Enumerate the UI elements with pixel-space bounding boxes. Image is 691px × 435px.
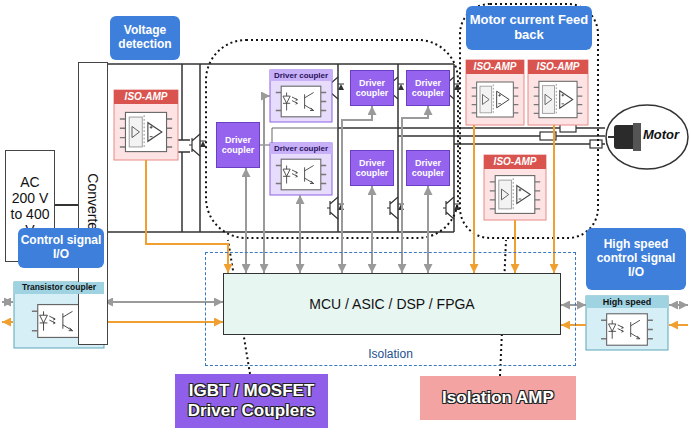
- section-label: Motor current Feed back: [466, 6, 592, 50]
- motor-ellipse: Motor: [605, 104, 689, 170]
- node-label: Driver coupler: [219, 135, 257, 156]
- shunt-resistors: [540, 124, 602, 148]
- signal-connector: [561, 324, 586, 326]
- signal-connector: [299, 195, 301, 273]
- node-label: High speed control signal I/O: [588, 238, 684, 279]
- node-label: Driver coupler: [270, 143, 332, 154]
- node-label: ISO-AMP: [466, 60, 524, 74]
- section-label: Control signal I/O: [18, 228, 104, 268]
- driver-coupler-box: Driver coupler: [350, 70, 394, 106]
- signal-connector: [473, 125, 475, 273]
- node-label: Converter: [85, 173, 101, 234]
- coupler-figures: [14, 70, 668, 350]
- driver-region: [206, 40, 458, 238]
- iso-amp-chip: ISO-AMP: [528, 60, 588, 125]
- signal-connector: [146, 160, 228, 273]
- motor-flange: [633, 123, 641, 151]
- driver-coupler-box: Driver coupler: [216, 122, 260, 168]
- node-label: Motor: [643, 128, 679, 143]
- node-label: Transistor coupler: [14, 282, 104, 294]
- converter-box: Converter: [78, 62, 108, 345]
- signal-connector: [553, 125, 555, 273]
- signal-connector: [264, 96, 270, 273]
- iso-amp-chip: ISO-AMP: [114, 90, 178, 160]
- node-label: Control signal I/O: [20, 234, 102, 262]
- motor-shaft: [608, 136, 614, 138]
- category-banner: IGBT / MOSFET Driver Couplers: [175, 374, 328, 428]
- node-label: High speed: [586, 296, 668, 308]
- iso-amp-chip: ISO-AMP: [484, 155, 546, 220]
- node-label: Isolation: [364, 348, 417, 362]
- motor-body: [614, 125, 636, 149]
- signal-connector: [514, 220, 516, 273]
- driver-coupler-chip: Driver coupler: [270, 70, 332, 122]
- signal-connector: [55, 204, 78, 206]
- signal-connector: [371, 186, 373, 273]
- node-label: ISO-AMP: [528, 60, 588, 74]
- node-label: Driver coupler: [353, 158, 391, 179]
- node-label: MCU / ASIC / DSP / FPGA: [309, 296, 474, 312]
- category-banner: Isolation AMP: [420, 376, 576, 420]
- motor-ellipse-outline: [606, 105, 688, 169]
- signal-connector: [427, 186, 429, 273]
- node-label: ISO-AMP: [484, 155, 546, 169]
- high-speed-coupler-chip: High speed: [586, 296, 668, 350]
- node-label: IGBT / MOSFET Driver Couplers: [177, 381, 326, 420]
- isolation-boundary: Isolation MCU / ASIC / DSP / FPGA: [205, 252, 576, 366]
- inverter-leg: [200, 64, 454, 232]
- transistor-coupler-chip: Transistor coupler: [14, 282, 104, 348]
- node-label: Driver coupler: [409, 158, 447, 179]
- driver-coupler-box: Driver coupler: [406, 150, 450, 186]
- node-label: Motor current Feed back: [468, 13, 590, 43]
- iso-amp-figures: [114, 60, 588, 220]
- driver-coupler-chip: Driver coupler: [270, 143, 332, 195]
- signal-connector: [245, 168, 247, 273]
- node-label: Isolation AMP: [442, 388, 554, 408]
- iso-amp-chip: ISO-AMP: [466, 60, 524, 125]
- signal-connector: [402, 106, 428, 273]
- node-label: ISO-AMP: [114, 90, 178, 104]
- feedback-region: [460, 4, 598, 238]
- controller-box: MCU / ASIC / DSP / FPGA: [223, 273, 561, 335]
- section-label: High speed control signal I/O: [586, 228, 686, 290]
- driver-coupler-box: Driver coupler: [350, 150, 394, 186]
- signal-connector: [561, 304, 586, 306]
- section-label: Voltage detection: [110, 16, 180, 60]
- driver-coupler-box: Driver coupler: [406, 70, 450, 106]
- signal-connector: [342, 106, 372, 273]
- node-label: Driver coupler: [353, 78, 391, 99]
- node-label: Driver coupler: [409, 78, 447, 99]
- node-label: Driver coupler: [270, 70, 332, 81]
- node-label: Voltage detection: [112, 24, 178, 52]
